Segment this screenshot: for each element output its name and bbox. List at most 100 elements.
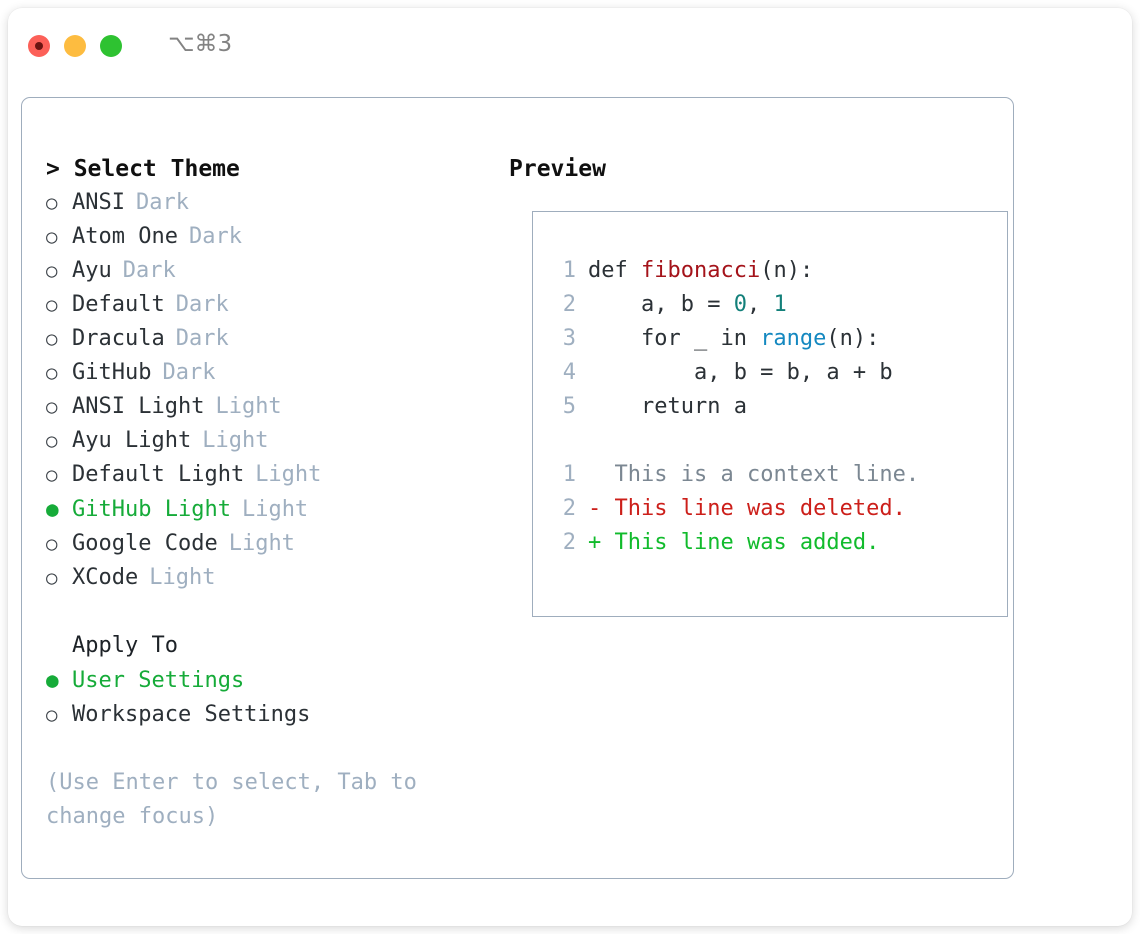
window-title: ⌥⌘3 — [168, 31, 233, 57]
theme-variant-tag: Dark — [135, 190, 189, 215]
theme-name: ANSI Light — [72, 394, 205, 419]
line-number: 2 — [562, 496, 576, 521]
radio-unselected-icon[interactable]: ○ — [46, 226, 58, 248]
theme-variant-tag: Dark — [122, 258, 176, 283]
code-line: 1 def fibonacci(n): — [550, 254, 919, 288]
theme-list-item[interactable]: ● GitHub Light Light — [46, 492, 486, 527]
title-bar: ⌥⌘3 — [8, 8, 1132, 84]
minimize-button[interactable] — [64, 35, 86, 57]
code-token: range — [760, 326, 827, 351]
theme-list-item[interactable]: ○ Atom One Dark — [46, 220, 486, 254]
code-token: a, b = b, a + b — [588, 360, 893, 385]
line-number: 1 — [562, 462, 576, 487]
theme-list-item[interactable]: ○ Default Dark — [46, 288, 486, 322]
line-number: 1 — [562, 258, 576, 283]
theme-list-item[interactable]: ○ ANSI Light Light — [46, 390, 486, 424]
code-token: , — [746, 292, 774, 317]
section-gap — [46, 595, 486, 629]
code-diff-gap — [550, 424, 919, 458]
radio-unselected-icon[interactable]: ○ — [46, 396, 58, 418]
theme-name: Ayu — [72, 258, 112, 283]
code-line: 5 return a — [550, 390, 919, 424]
close-button[interactable] — [28, 35, 50, 57]
code-token: 0 — [733, 292, 747, 317]
line-number: 4 — [562, 360, 576, 385]
code-token: 1 — [773, 292, 787, 317]
code-token: for _ in — [588, 326, 761, 351]
radio-unselected-icon[interactable]: ○ — [46, 533, 58, 555]
theme-name: Default — [72, 292, 165, 317]
theme-variant-tag: Light — [255, 462, 322, 487]
theme-name: ANSI — [72, 190, 125, 215]
traffic-light-buttons — [28, 35, 122, 57]
radio-unselected-icon[interactable]: ○ — [46, 430, 58, 452]
theme-name: XCode — [72, 565, 139, 590]
theme-variant-tag: Dark — [175, 292, 229, 317]
code-line: 3 for _ in range(n): — [550, 322, 919, 356]
diff-marker: + — [588, 530, 615, 555]
radio-unselected-icon[interactable]: ○ — [46, 260, 58, 282]
theme-variant-tag: Light — [228, 531, 295, 556]
diff-line: 1 This is a context line. — [550, 458, 919, 492]
theme-name: GitHub Light — [72, 497, 231, 522]
preview-heading: Preview — [509, 156, 606, 182]
radio-unselected-icon[interactable]: ○ — [46, 464, 58, 486]
radio-unselected-icon[interactable]: ○ — [46, 294, 58, 316]
theme-variant-tag: Light — [202, 428, 269, 453]
code-line: 4 a, b = b, a + b — [550, 356, 919, 390]
line-number: 3 — [562, 326, 576, 351]
diff-marker — [588, 458, 615, 492]
radio-unselected-icon[interactable]: ○ — [46, 704, 58, 726]
radio-selected-icon[interactable]: ● — [46, 668, 59, 692]
diff-line: 2 + This line was added. — [550, 526, 919, 560]
radio-unselected-icon[interactable]: ○ — [46, 328, 58, 350]
theme-list-item[interactable]: ○ Google Code Light — [46, 527, 486, 561]
apply-to-heading-row: ○ Apply To — [46, 629, 486, 663]
theme-variant-tag: Light — [215, 394, 282, 419]
theme-variant-tag: Dark — [188, 224, 242, 249]
theme-list-item[interactable]: ○ Ayu Dark — [46, 254, 486, 288]
apply-to-option[interactable]: ● User Settings — [46, 663, 486, 698]
apply-to-option-label: User Settings — [72, 668, 245, 693]
diff-text: This is a context line. — [614, 462, 920, 487]
theme-list-item[interactable]: ○ Ayu Light Light — [46, 424, 486, 458]
radio-selected-icon[interactable]: ● — [46, 497, 59, 521]
theme-variant-tag: Dark — [162, 360, 216, 385]
radio-unselected-icon[interactable]: ○ — [46, 192, 58, 214]
theme-name: Google Code — [72, 531, 218, 556]
diff-text: This line was added. — [614, 530, 880, 555]
code-token: def — [588, 258, 641, 283]
apply-to-heading: Apply To — [72, 633, 178, 658]
apply-to-bullet-placeholder: ○ — [46, 629, 72, 663]
theme-variant-tag: Dark — [175, 326, 229, 351]
theme-list-item[interactable]: ○ XCode Light — [46, 561, 486, 595]
apply-to-list[interactable]: ● User Settings ○Workspace Settings — [46, 663, 486, 732]
line-number: 5 — [562, 394, 576, 419]
keyboard-hint: (Use Enter to select, Tab to change focu… — [46, 770, 417, 829]
theme-name: Ayu Light — [72, 428, 192, 453]
apply-to-option[interactable]: ○Workspace Settings — [46, 698, 486, 732]
radio-unselected-icon[interactable]: ○ — [46, 567, 58, 589]
theme-variant-tag: Light — [241, 497, 309, 522]
radio-unselected-icon[interactable]: ○ — [46, 362, 58, 384]
code-token: (n): — [826, 326, 880, 351]
select-theme-heading: > Select Theme — [46, 156, 240, 182]
code-token: (n): — [760, 258, 814, 283]
zoom-button[interactable] — [100, 35, 122, 57]
line-number: 2 — [562, 530, 576, 555]
theme-variant-tag: Light — [149, 565, 216, 590]
code-token: return a — [588, 394, 747, 419]
code-token: fibonacci — [640, 258, 761, 283]
theme-list-item[interactable]: ○ ANSI Dark — [46, 186, 486, 220]
theme-name: Atom One — [72, 224, 178, 249]
diff-text: This line was deleted. — [614, 496, 906, 521]
